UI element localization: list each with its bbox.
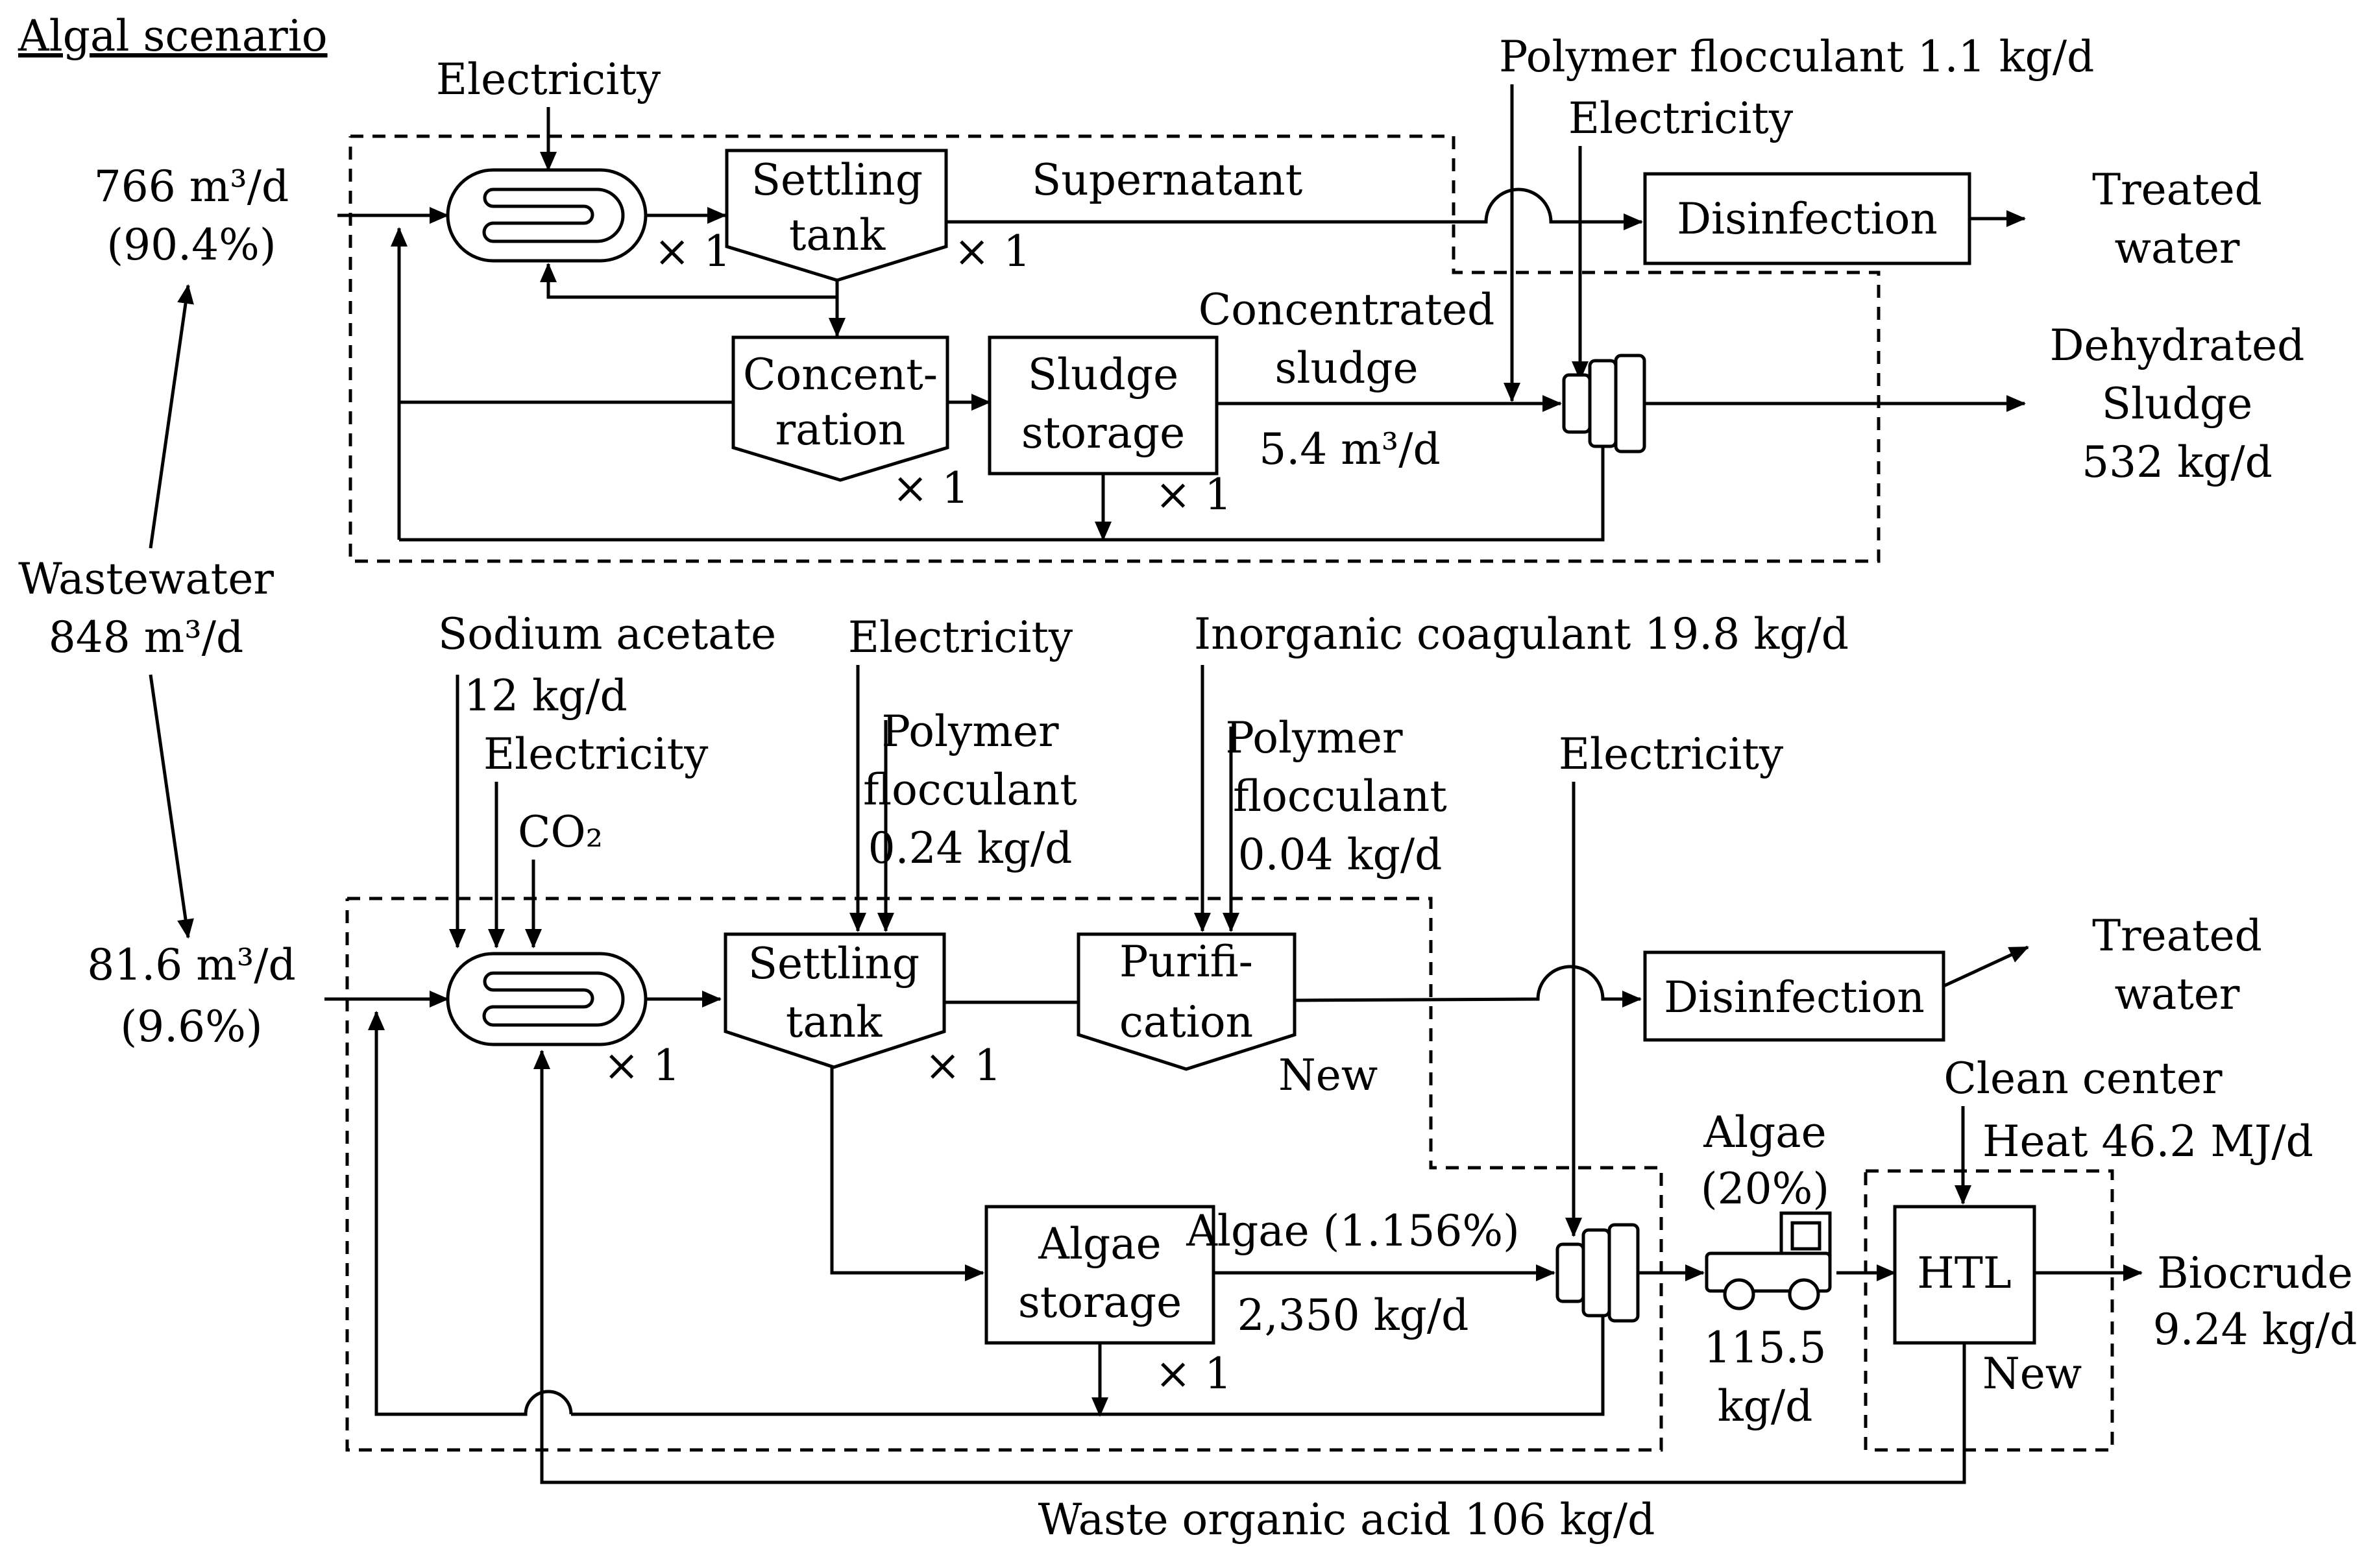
top-treated-label-1: Treated — [2092, 165, 2262, 215]
wastewater-label: Wastewater — [18, 554, 274, 604]
bottom-purification-to-disinfection — [1294, 965, 1642, 1007]
bottom-truck-label-3: 115.5 — [1704, 1323, 1827, 1373]
bottom-treated-output-arrow — [1942, 945, 2029, 988]
bottom-disinfection-label: Disinfection — [1664, 972, 1925, 1022]
top-concentrated-sludge-flow: 5.4 m³/d — [1259, 424, 1440, 474]
top-dehydrated-label-1: Dehydrated — [2050, 320, 2305, 370]
top-concentration-label-1: Concent- — [743, 350, 938, 400]
bottom-inorganic-coagulant-label: Inorganic coagulant 19.8 kg/d — [1194, 609, 1849, 659]
biocrude-label-2: 9.24 kg/d — [2153, 1305, 2358, 1355]
bottom-polymer-purification-3: 0.04 kg/d — [1238, 830, 1443, 880]
top-sludge-storage-label-1: Sludge — [1028, 350, 1178, 400]
top-sludge-storage-label-2: storage — [1021, 408, 1185, 458]
top-concentrated-sludge-label-2: sludge — [1274, 343, 1418, 393]
top-concentration — [731, 335, 949, 482]
top-concentration-label-2: ration — [775, 405, 906, 455]
split-arrow-bottom — [149, 674, 194, 939]
top-photobioreactor — [446, 168, 648, 263]
bottom-electricity-reactor-label: Electricity — [483, 729, 709, 779]
bottom-polymer-purification-1: Polymer — [1225, 713, 1403, 763]
bottom-sodium-acetate-2: 12 kg/d — [464, 671, 628, 721]
top-supernatant-line — [946, 187, 1643, 230]
bottom-settling-tank — [724, 932, 946, 1069]
top-sludge-storage — [988, 335, 1219, 476]
bottom-purification — [1077, 932, 1297, 1071]
bottom-dewatering-unit — [1555, 1223, 1640, 1323]
top-treated-label-2: water — [2115, 223, 2240, 273]
top-inflow-share: (90.4%) — [106, 220, 276, 270]
top-electricity-reactor-label: Electricity — [436, 54, 661, 104]
bottom-system-boundary — [345, 897, 1663, 1452]
top-sludge-storage-count: × 1 — [1155, 470, 1232, 520]
top-dehydrated-label-3: 532 kg/d — [2082, 437, 2273, 487]
bottom-dewater-return — [571, 1316, 1605, 1416]
scenario-title: Algal scenario — [18, 11, 328, 61]
bottom-polymer-settling-1: Polymer — [881, 706, 1059, 756]
clean-center-label: Clean center — [1944, 1054, 2223, 1104]
htl-tag: New — [1982, 1349, 2082, 1399]
bottom-settling-label-1: Settling — [748, 939, 920, 989]
top-settling-count: × 1 — [954, 226, 1030, 276]
htl-reactor — [1893, 1205, 2036, 1345]
top-settling-tank — [725, 149, 948, 282]
top-settling-label-2: tank — [789, 210, 886, 260]
htl-label: HTL — [1917, 1248, 2011, 1298]
biocrude-label-1: Biocrude — [2157, 1248, 2353, 1298]
top-inflow-flow: 766 m³/d — [94, 162, 289, 211]
bottom-polymer-settling-3: 0.24 kg/d — [868, 823, 1073, 873]
bottom-polymer-purification-2: flocculant — [1233, 771, 1447, 821]
waste-organic-acid-label: Waste organic acid 106 kg/d — [1038, 1495, 1655, 1545]
top-supernatant-label: Supernatant — [1032, 155, 1302, 205]
bottom-photobioreactor — [446, 952, 648, 1046]
top-concentration-count: × 1 — [892, 463, 969, 513]
bottom-purification-tag: New — [1278, 1050, 1378, 1100]
bottom-inflow-flow: 81.6 m³/d — [87, 940, 295, 990]
bottom-sodium-acetate-1: Sodium acetate — [438, 609, 776, 659]
top-dewater-return — [399, 446, 1605, 542]
bottom-treated-label-1: Treated — [2092, 911, 2262, 961]
top-system-boundary — [348, 134, 1881, 563]
bottom-algae-stream-2: 2,350 kg/d — [1237, 1290, 1469, 1340]
bottom-disinfection — [1643, 950, 1945, 1042]
top-settling-label-1: Settling — [751, 155, 923, 205]
htl-boundary — [1864, 1169, 2114, 1452]
top-dewatering-unit — [1562, 354, 1646, 453]
top-polymer-flocculant-label: Polymer flocculant 1.1 kg/d — [1499, 32, 2094, 82]
bottom-co2-label: CO₂ — [518, 807, 603, 857]
bottom-truck-label-4: kg/d — [1718, 1381, 1813, 1431]
bottom-algae-storage-label-2: storage — [1018, 1277, 1182, 1327]
bottom-treated-label-2: water — [2115, 969, 2240, 1019]
top-disinfection-label: Disinfection — [1677, 194, 1938, 244]
bottom-algae-stream-1: Algae (1.156%) — [1186, 1206, 1520, 1256]
top-reactor-count: × 1 — [654, 226, 731, 276]
top-dehydrated-label-2: Sludge — [2102, 379, 2252, 429]
bottom-purification-label-2: cation — [1119, 997, 1253, 1047]
bottom-polymer-settling-2: flocculant — [863, 765, 1077, 815]
bottom-settling-label-2: tank — [786, 997, 883, 1047]
top-recycle-to-reactor — [540, 263, 839, 299]
bottom-settling-to-algae-storage — [830, 1067, 984, 1281]
bottom-purification-label-1: Purifi- — [1119, 937, 1253, 987]
bottom-settling-count: × 1 — [925, 1041, 1001, 1091]
bottom-electricity-dewater-label: Electricity — [1559, 729, 1784, 779]
split-arrow-top — [149, 284, 194, 549]
wastewater-flow: 848 m³/d — [49, 612, 243, 662]
bottom-truck-label-2: (20%) — [1701, 1164, 1829, 1214]
bottom-truck-label-1: Algae — [1703, 1107, 1826, 1157]
bottom-left-recycle — [368, 1011, 573, 1416]
top-electricity-dewater-label: Electricity — [1568, 93, 1794, 143]
bottom-electricity-settling-label: Electricity — [848, 612, 1073, 662]
top-concentrated-sludge-label-1: Concentrated — [1199, 285, 1495, 335]
bottom-algae-storage-count: × 1 — [1155, 1349, 1232, 1399]
bottom-inflow-share: (9.6%) — [120, 1002, 262, 1052]
heat-label: Heat 46.2 MJ/d — [1982, 1116, 2313, 1166]
bottom-algae-storage-label-1: Algae — [1038, 1219, 1161, 1269]
waste-organic-acid-return — [533, 1050, 1966, 1484]
algae-truck-icon — [1705, 1211, 1832, 1310]
bottom-reactor-count: × 1 — [603, 1041, 680, 1091]
